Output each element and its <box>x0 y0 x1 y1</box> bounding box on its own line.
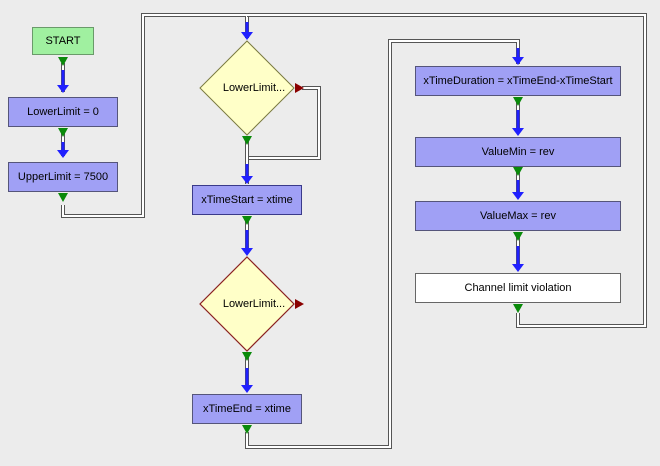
xtime-end-node[interactable]: xTimeEnd = xtime <box>192 394 302 424</box>
value-max-node[interactable]: ValueMax = rev <box>415 201 621 231</box>
decision-1-true-connector-icon[interactable] <box>242 136 252 145</box>
value-min-out-connector-icon[interactable] <box>513 167 523 176</box>
start-out-connector-icon[interactable] <box>58 57 68 66</box>
wire-violation-to-top <box>247 13 647 328</box>
decision-1-in-arrow-icon <box>241 22 253 40</box>
xtime-start-node[interactable]: xTimeStart = xtime <box>192 185 302 215</box>
start-node[interactable]: START <box>32 27 94 55</box>
decision-2-true-connector-icon[interactable] <box>242 352 252 361</box>
duration-in-arrow-icon <box>512 48 524 65</box>
lower-limit-node[interactable]: LowerLimit = 0 <box>8 97 118 127</box>
xtime-start-out-connector-icon[interactable] <box>242 216 252 225</box>
wire-upper-to-decision1 <box>61 13 249 218</box>
upper-limit-in-arrow-icon <box>57 142 69 158</box>
decision-diamond-2[interactable] <box>199 256 295 352</box>
violation-out-connector-icon[interactable] <box>513 304 523 313</box>
violation-node[interactable]: Channel limit violation <box>415 273 621 303</box>
decision-2-false-connector-icon[interactable] <box>295 299 304 309</box>
violation-in-arrow-icon <box>512 246 524 272</box>
value-max-out-connector-icon[interactable] <box>513 232 523 241</box>
duration-out-connector-icon[interactable] <box>513 97 523 106</box>
upper-limit-node[interactable]: UpperLimit = 7500 <box>8 162 118 192</box>
lower-limit-out-connector-icon[interactable] <box>58 128 68 137</box>
decision-2-in-arrow-icon <box>241 230 253 256</box>
xtime-start-in-arrow-icon <box>241 164 253 184</box>
xtime-end-out-connector-icon[interactable] <box>242 425 252 434</box>
value-min-in-arrow-icon <box>512 110 524 136</box>
decision-diamond-1[interactable] <box>199 40 295 136</box>
decision-1-false-connector-icon[interactable] <box>295 83 304 93</box>
xtime-end-in-arrow-icon <box>241 368 253 393</box>
wire-end-to-duration <box>245 39 520 449</box>
lower-limit-in-arrow-icon <box>57 70 69 93</box>
connector-markers <box>57 22 524 434</box>
value-max-in-arrow-icon <box>512 180 524 200</box>
xtime-duration-node[interactable]: xTimeDuration = xTimeEnd-xTimeStart <box>415 66 621 96</box>
upper-limit-out-connector-icon[interactable] <box>58 193 68 202</box>
value-min-node[interactable]: ValueMin = rev <box>415 137 621 167</box>
